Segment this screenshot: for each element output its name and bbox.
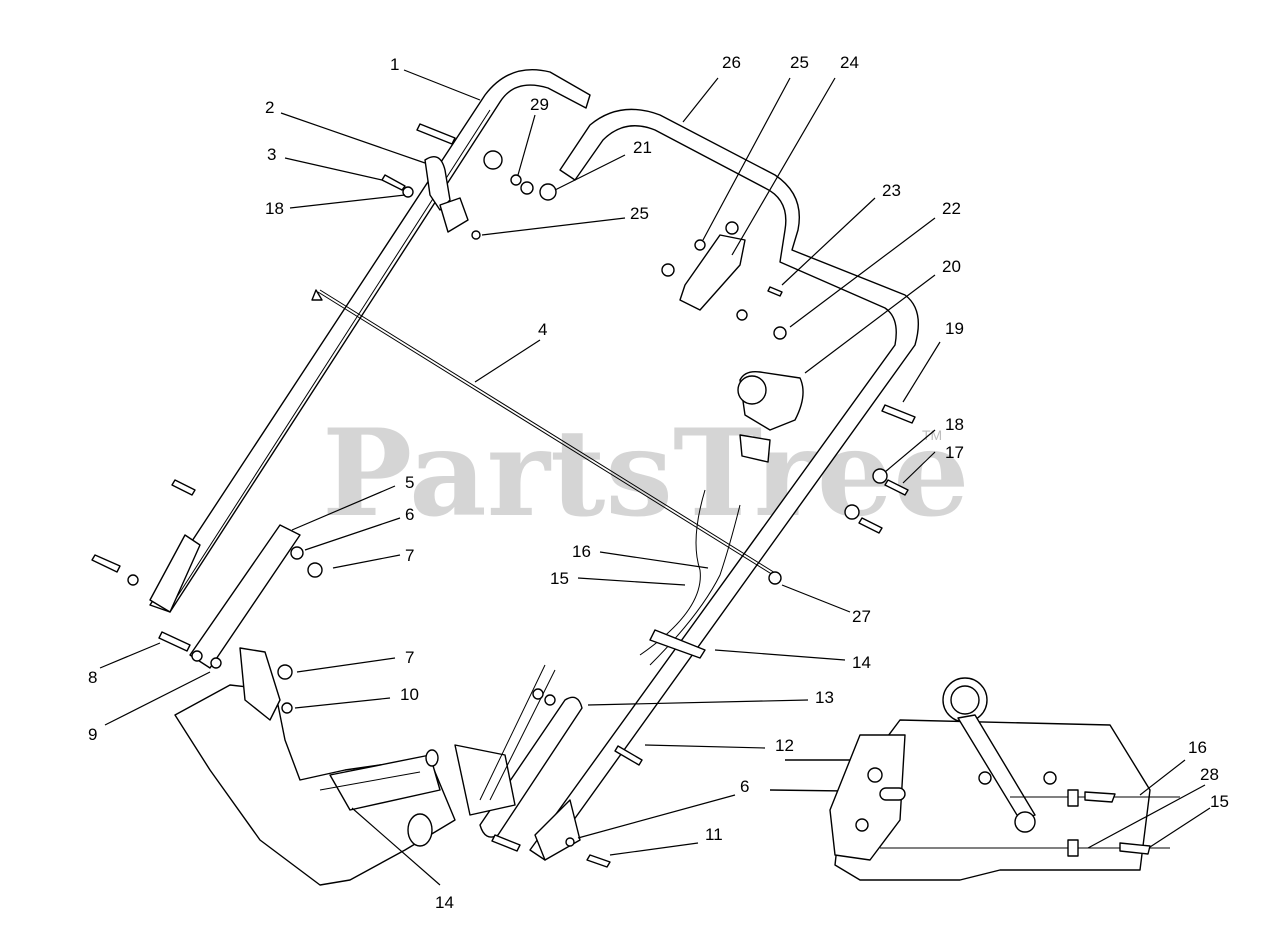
- callout-25: 25: [790, 53, 809, 72]
- cable-clip: [649, 629, 706, 659]
- callout-7: 7: [405, 546, 414, 565]
- callout-16: 16: [572, 542, 591, 561]
- callout-9: 9: [88, 725, 97, 744]
- callout-15: 15: [1210, 792, 1229, 811]
- callout-21: 21: [633, 138, 652, 157]
- callout-18: 18: [945, 415, 964, 434]
- hardware: [91, 123, 916, 868]
- callout-14: 14: [435, 893, 454, 912]
- callout-18: 18: [265, 199, 284, 218]
- callout-10: 10: [400, 685, 419, 704]
- callout-27: 27: [852, 607, 871, 626]
- callout-17: 17: [945, 443, 964, 462]
- callout-23: 23: [882, 181, 901, 200]
- callout-2: 2: [265, 98, 274, 117]
- callout-11: 11: [705, 825, 723, 844]
- leader-lines: [99, 69, 1211, 886]
- inset-detail: [769, 677, 1180, 881]
- callout-22: 22: [942, 199, 961, 218]
- callout-28: 28: [1200, 765, 1219, 784]
- callout-16: 16: [1188, 738, 1207, 757]
- callout-29: 29: [530, 95, 549, 114]
- callout-4: 4: [538, 320, 547, 339]
- watermark-tm: TM: [922, 427, 942, 443]
- control-rod: [317, 289, 781, 579]
- callout-26: 26: [722, 53, 741, 72]
- callout-3: 3: [267, 145, 276, 164]
- callout-12: 12: [775, 736, 794, 755]
- left-upper-clamp: [424, 156, 469, 233]
- callout-15: 15: [550, 569, 569, 588]
- callout-13: 13: [815, 688, 834, 707]
- callout-19: 19: [945, 319, 964, 338]
- callout-14: 14: [852, 653, 871, 672]
- callout-7: 7: [405, 648, 414, 667]
- callout-24: 24: [840, 53, 859, 72]
- left-lower-arm: [149, 524, 301, 669]
- mower-deck: [174, 647, 516, 886]
- callout-5: 5: [405, 473, 414, 492]
- callout-6: 6: [405, 505, 414, 524]
- callout-20: 20: [942, 257, 961, 276]
- callout-25: 25: [630, 204, 649, 223]
- callout-1: 1: [390, 55, 399, 74]
- bracket-knob: [737, 370, 804, 463]
- callout-8: 8: [88, 668, 97, 687]
- callout-6: 6: [740, 777, 749, 796]
- callouts: 1 2 3 18 29 21 25 26 25 24 23 22 20 19 1…: [88, 53, 1229, 912]
- upper-bracket: [661, 221, 746, 311]
